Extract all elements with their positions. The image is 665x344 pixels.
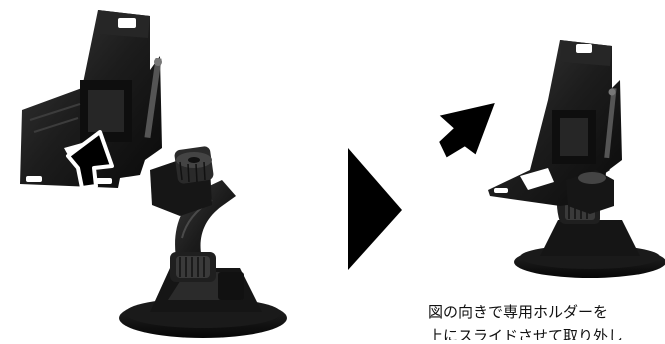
next-step-arrow-icon xyxy=(348,148,402,270)
left-lower-knob xyxy=(170,252,216,282)
right-mount-without-holder xyxy=(433,40,665,278)
left-mount-with-holder xyxy=(20,10,287,338)
caption-line-2: 上にスライドさせて取り外し xyxy=(428,324,665,340)
right-arrow-up-icon xyxy=(433,94,495,164)
right-suction-base xyxy=(514,220,665,278)
left-upper-joint xyxy=(150,146,214,216)
caption-line-1: 図の向きで専用ホルダーを xyxy=(428,300,665,324)
instruction-caption: 図の向きで専用ホルダーを 上にスライドさせて取り外し xyxy=(428,300,665,340)
